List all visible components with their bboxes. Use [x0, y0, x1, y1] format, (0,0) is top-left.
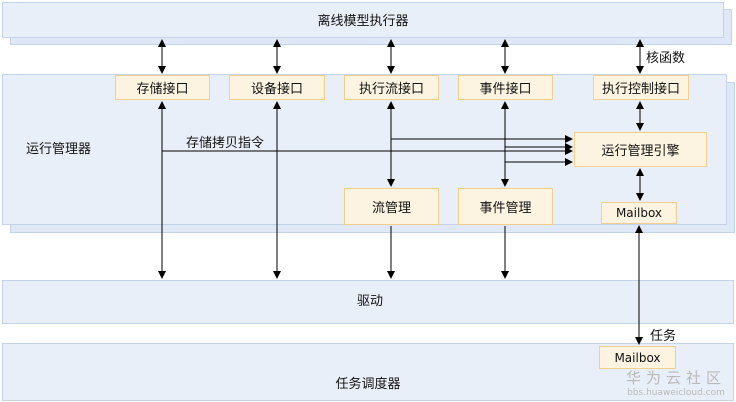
runtime-manager-label: 运行管理器 [26, 142, 92, 157]
driver-label: 驱动 [356, 294, 384, 309]
storage-interface-box: 存储接口 [115, 75, 210, 100]
storage-copy-label: 存储拷贝指令 [186, 136, 265, 151]
offline-executor-layer [2, 2, 724, 38]
task-scheduler-label: 任务调度器 [335, 377, 401, 392]
event-interface-box: 事件接口 [458, 75, 553, 100]
task-label: 任务 [650, 329, 677, 344]
engine-box: 运行管理引擎 [574, 132, 707, 167]
watermark: 华为云社区 bbs.huaweicloud.com [626, 367, 726, 398]
exec-control-interface-box: 执行控制接口 [593, 75, 689, 100]
mailbox-runtime-box: Mailbox [601, 202, 677, 224]
device-interface-box: 设备接口 [229, 75, 325, 100]
offline-executor-label: 离线模型执行器 [317, 14, 409, 29]
mailbox-scheduler-box: Mailbox [599, 346, 676, 369]
watermark-logo: 华为云社区 [625, 369, 726, 387]
stream-mgmt-box: 流管理 [344, 188, 439, 225]
event-mgmt-box: 事件管理 [458, 188, 553, 225]
kernel-function-label: 核函数 [646, 51, 686, 66]
stream-interface-box: 执行流接口 [344, 75, 439, 100]
driver-layer [2, 280, 734, 324]
watermark-url: bbs.huaweicloud.com [627, 388, 725, 398]
